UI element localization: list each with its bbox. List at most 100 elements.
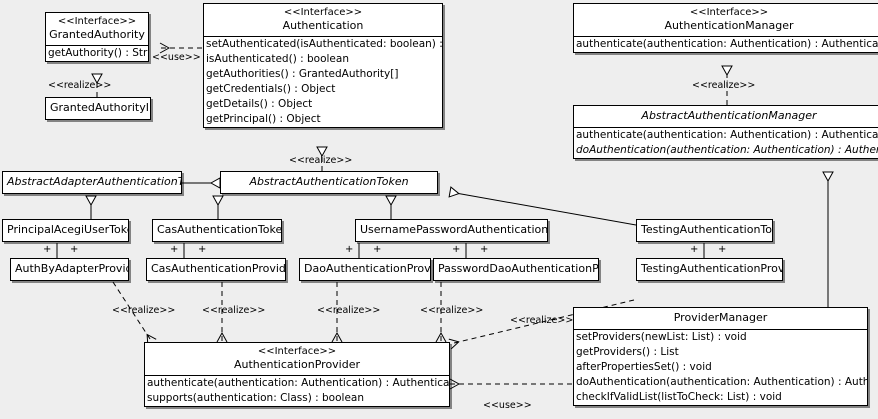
class-header: DaoAuthenticationProvider [300, 259, 430, 280]
operation: setProviders(newList: List) : void [576, 331, 747, 343]
edge-label-realize-dao-authentication-provider: <<realize>> [317, 305, 381, 316]
class-operations: setProviders(newList: List) : void getPr… [574, 329, 867, 405]
association-marker-plus: + [373, 244, 382, 255]
class-header: TestingAuthenticationToken [637, 220, 772, 241]
operation: isAuthenticated() : boolean [206, 53, 349, 65]
class-name: ProviderManager [673, 311, 768, 324]
edge-label-realize-cas-authentication-provider: <<realize>> [202, 305, 266, 316]
class-header: <<Interface>> Authentication [204, 4, 442, 36]
operation: supports(authentication: Class) : boolea… [147, 392, 364, 404]
association-marker-plus: + [70, 244, 79, 255]
class-node-cas-authentication-provider[interactable]: CasAuthenticationProvider [146, 258, 286, 281]
operation: authenticate(authentication: Authenticat… [147, 377, 450, 389]
class-node-granted-authority-impl[interactable]: GrantedAuthorityImpl [45, 97, 151, 120]
class-name: Authentication [282, 19, 364, 32]
operation: authenticate(authentication: Authenticat… [576, 129, 878, 141]
class-header: AbstractAuthenticationManager [574, 106, 878, 127]
class-name: AbstractAdapterAuthenticationToken [7, 175, 181, 188]
operation: getDetails() : Object [206, 98, 313, 110]
operation: checkIfValidList(listToCheck: List) : vo… [576, 391, 782, 403]
edge-label-realize-granted-authority-impl: <<realize>> [48, 80, 112, 91]
class-name: AbstractAuthenticationToken [249, 175, 409, 188]
association-marker-plus: + [690, 244, 699, 255]
class-stereotype: <<Interface>> [689, 7, 769, 18]
class-operations: authenticate(authentication: Authenticat… [574, 36, 878, 52]
class-node-dao-authentication-provider[interactable]: DaoAuthenticationProvider [299, 258, 431, 281]
edge-label-realize-abstract-authentication-token: <<realize>> [289, 155, 353, 166]
operation: getAuthority() : String [48, 47, 148, 59]
class-node-principal-acegi-user-token[interactable]: PrincipalAcegiUserToken [2, 219, 129, 242]
association-marker-plus: + [480, 244, 489, 255]
class-node-testing-authentication-token[interactable]: TestingAuthenticationToken [636, 219, 773, 242]
class-header: <<Interface>> GrantedAuthority [46, 13, 148, 45]
class-name: PasswordDaoAuthenticationProvider [438, 262, 599, 275]
class-node-auth-by-adapter-provider[interactable]: AuthByAdapterProvider [10, 258, 129, 281]
class-node-authentication-manager[interactable]: <<Interface>> AuthenticationManager auth… [573, 3, 878, 53]
class-node-provider-manager[interactable]: ProviderManager setProviders(newList: Li… [573, 307, 868, 406]
class-operations: setAuthenticated(isAuthenticated: boolea… [204, 36, 442, 127]
class-header: UsernamePasswordAuthenticationToken [356, 220, 547, 241]
class-header: PrincipalAcegiUserToken [3, 220, 128, 241]
operation: setAuthenticated(isAuthenticated: boolea… [206, 38, 443, 50]
operation: doAuthentication(authentication: Authent… [576, 376, 867, 388]
class-stereotype: <<Interface>> [57, 16, 137, 27]
class-node-abstract-adapter-authentication-token[interactable]: AbstractAdapterAuthenticationToken [2, 171, 182, 194]
association-marker-plus: + [345, 244, 354, 255]
edge-label-realize-testing-authentication-provider: <<realize>> [510, 315, 574, 326]
class-operations: authenticate(authentication: Authenticat… [574, 127, 878, 158]
operation: authenticate(authentication: Authenticat… [576, 38, 878, 50]
operation: doAuthentication(authentication: Authent… [576, 144, 878, 156]
class-header: TestingAuthenticationProvider [637, 259, 782, 280]
class-name: UsernamePasswordAuthenticationToken [360, 223, 548, 236]
class-name: GrantedAuthority [49, 28, 145, 41]
class-name: AbstractAuthenticationManager [641, 109, 817, 122]
class-stereotype: <<Interface>> [283, 7, 363, 18]
class-name: AuthByAdapterProvider [15, 262, 128, 275]
class-name: GrantedAuthorityImpl [50, 101, 150, 114]
operation: getAuthorities() : GrantedAuthority[] [206, 68, 399, 80]
class-node-password-dao-authentication-provider[interactable]: PasswordDaoAuthenticationProvider [433, 258, 599, 281]
class-header: PasswordDaoAuthenticationProvider [434, 259, 598, 280]
association-marker-plus: + [718, 244, 727, 255]
class-header: CasAuthenticationToken [153, 220, 281, 241]
edge-label-use-authentication-grantedauthority: <<use>> [152, 52, 201, 63]
class-header: AuthByAdapterProvider [11, 259, 128, 280]
class-node-username-password-authentication-token[interactable]: UsernamePasswordAuthenticationToken [355, 219, 548, 242]
edge-label-realize-auth-by-adapter-provider: <<realize>> [112, 305, 176, 316]
edge-label-use-provider-manager: <<use>> [483, 400, 532, 411]
association-marker-plus: + [198, 244, 207, 255]
class-stereotype: <<Interface>> [257, 346, 337, 357]
class-name: TestingAuthenticationToken [641, 223, 773, 236]
class-node-authentication[interactable]: <<Interface>> Authentication setAuthenti… [203, 3, 443, 128]
class-node-granted-authority[interactable]: <<Interface>> GrantedAuthority getAuthor… [45, 12, 149, 62]
association-marker-plus: + [452, 244, 461, 255]
class-name: AuthenticationManager [664, 19, 794, 32]
operation: getPrincipal() : Object [206, 113, 321, 125]
class-header: <<Interface>> AuthenticationManager [574, 4, 878, 36]
class-operations: authenticate(authentication: Authenticat… [145, 375, 449, 406]
class-operations: getAuthority() : String [46, 45, 148, 61]
class-node-testing-authentication-provider[interactable]: TestingAuthenticationProvider [636, 258, 783, 281]
association-marker-plus: + [43, 244, 52, 255]
edge-label-realize-abstract-authentication-manager: <<realize>> [692, 80, 756, 91]
class-name: CasAuthenticationToken [157, 223, 282, 236]
class-header: AbstractAuthenticationToken [221, 172, 437, 193]
class-name: AuthenticationProvider [233, 358, 361, 371]
class-header: GrantedAuthorityImpl [46, 98, 150, 119]
class-name: PrincipalAcegiUserToken [7, 223, 129, 236]
class-node-authentication-provider[interactable]: <<Interface>> AuthenticationProvider aut… [144, 342, 450, 407]
class-header: <<Interface>> AuthenticationProvider [145, 343, 449, 375]
class-name: DaoAuthenticationProvider [304, 262, 431, 275]
operation: getCredentials() : Object [206, 83, 336, 95]
class-header: AbstractAdapterAuthenticationToken [3, 172, 181, 193]
operation: afterPropertiesSet() : void [576, 361, 712, 373]
class-name: TestingAuthenticationProvider [641, 262, 783, 275]
association-marker-plus: + [170, 244, 179, 255]
class-node-abstract-authentication-manager[interactable]: AbstractAuthenticationManager authentica… [573, 105, 878, 159]
class-node-abstract-authentication-token[interactable]: AbstractAuthenticationToken [220, 171, 438, 194]
class-node-cas-authentication-token[interactable]: CasAuthenticationToken [152, 219, 282, 242]
class-header: CasAuthenticationProvider [147, 259, 285, 280]
class-name: CasAuthenticationProvider [151, 262, 286, 275]
edge-label-realize-password-dao-authentication-provider: <<realize>> [420, 305, 484, 316]
